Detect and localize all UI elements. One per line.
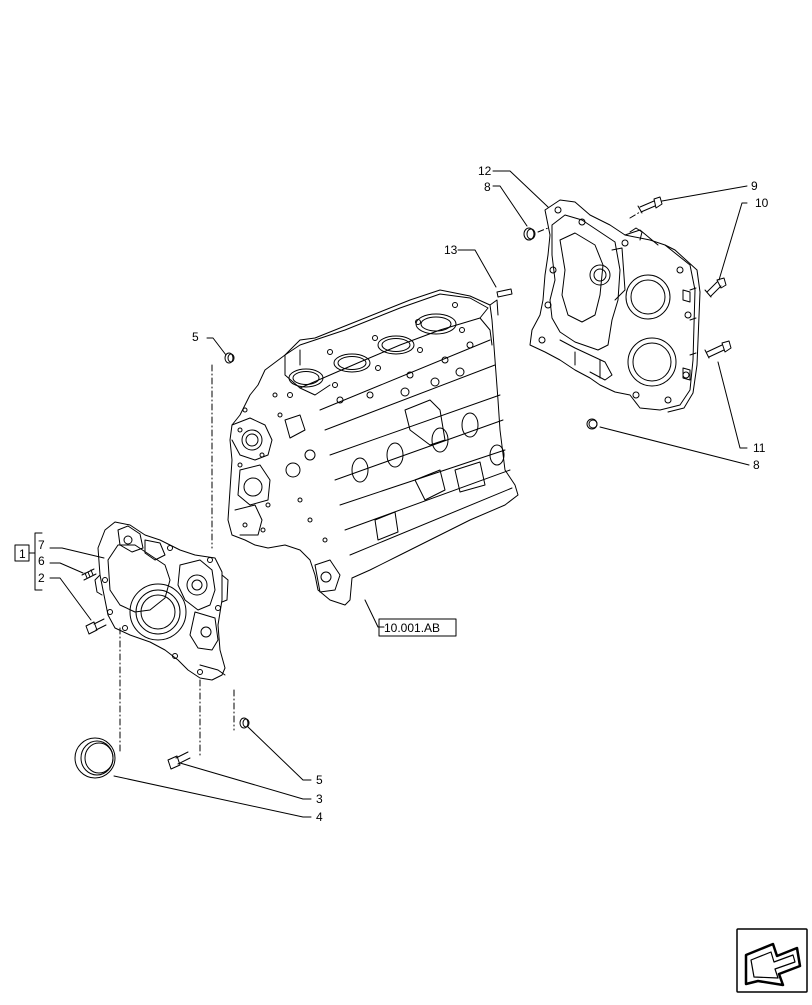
leader-lines: [28, 170, 750, 818]
plug-8-bottom: [586, 418, 598, 430]
plug-5-top: [224, 352, 235, 364]
callout-3: 3: [316, 792, 323, 806]
front-cover: [94, 521, 229, 681]
bolt-3: [167, 751, 191, 770]
callout-5-bottom: 5: [316, 773, 323, 787]
assembly-lines: [119, 211, 641, 756]
kit-box-1: [14, 544, 30, 562]
reference-label[interactable]: 10.001.AB: [384, 621, 440, 635]
seal-4: [74, 737, 116, 779]
bolt-10: [704, 277, 727, 298]
callout-8-top: 8: [484, 180, 491, 194]
stud-6: [81, 568, 97, 581]
callout-6: 6: [38, 554, 45, 568]
bolt-2: [85, 618, 107, 635]
dowel-pin-13: [496, 288, 513, 298]
callout-13: 13: [444, 243, 458, 257]
callout-12: 12: [478, 164, 492, 178]
callout-9: 9: [751, 179, 758, 193]
callout-2: 2: [38, 571, 45, 585]
callout-4: 4: [316, 810, 323, 824]
reference-box: [378, 618, 457, 637]
bolt-9: [637, 196, 663, 214]
callout-5-top: 5: [192, 330, 199, 344]
callout-10: 10: [755, 196, 769, 210]
callout-8-bottom: 8: [753, 458, 760, 472]
engine-block: [227, 289, 519, 606]
plug-8-top: [523, 227, 536, 241]
timing-gear-housing: [529, 199, 701, 413]
plug-5-bottom: [239, 717, 250, 729]
callout-11: 11: [753, 441, 766, 455]
callout-labels: 12 8 9 10 13 11 8 5 7 6 2 1 5 3 4 10.001…: [19, 164, 769, 824]
callout-1: 1: [19, 547, 26, 561]
callout-7: 7: [38, 538, 45, 552]
next-page-arrow-icon[interactable]: [736, 928, 808, 993]
bolt-11: [704, 340, 732, 359]
